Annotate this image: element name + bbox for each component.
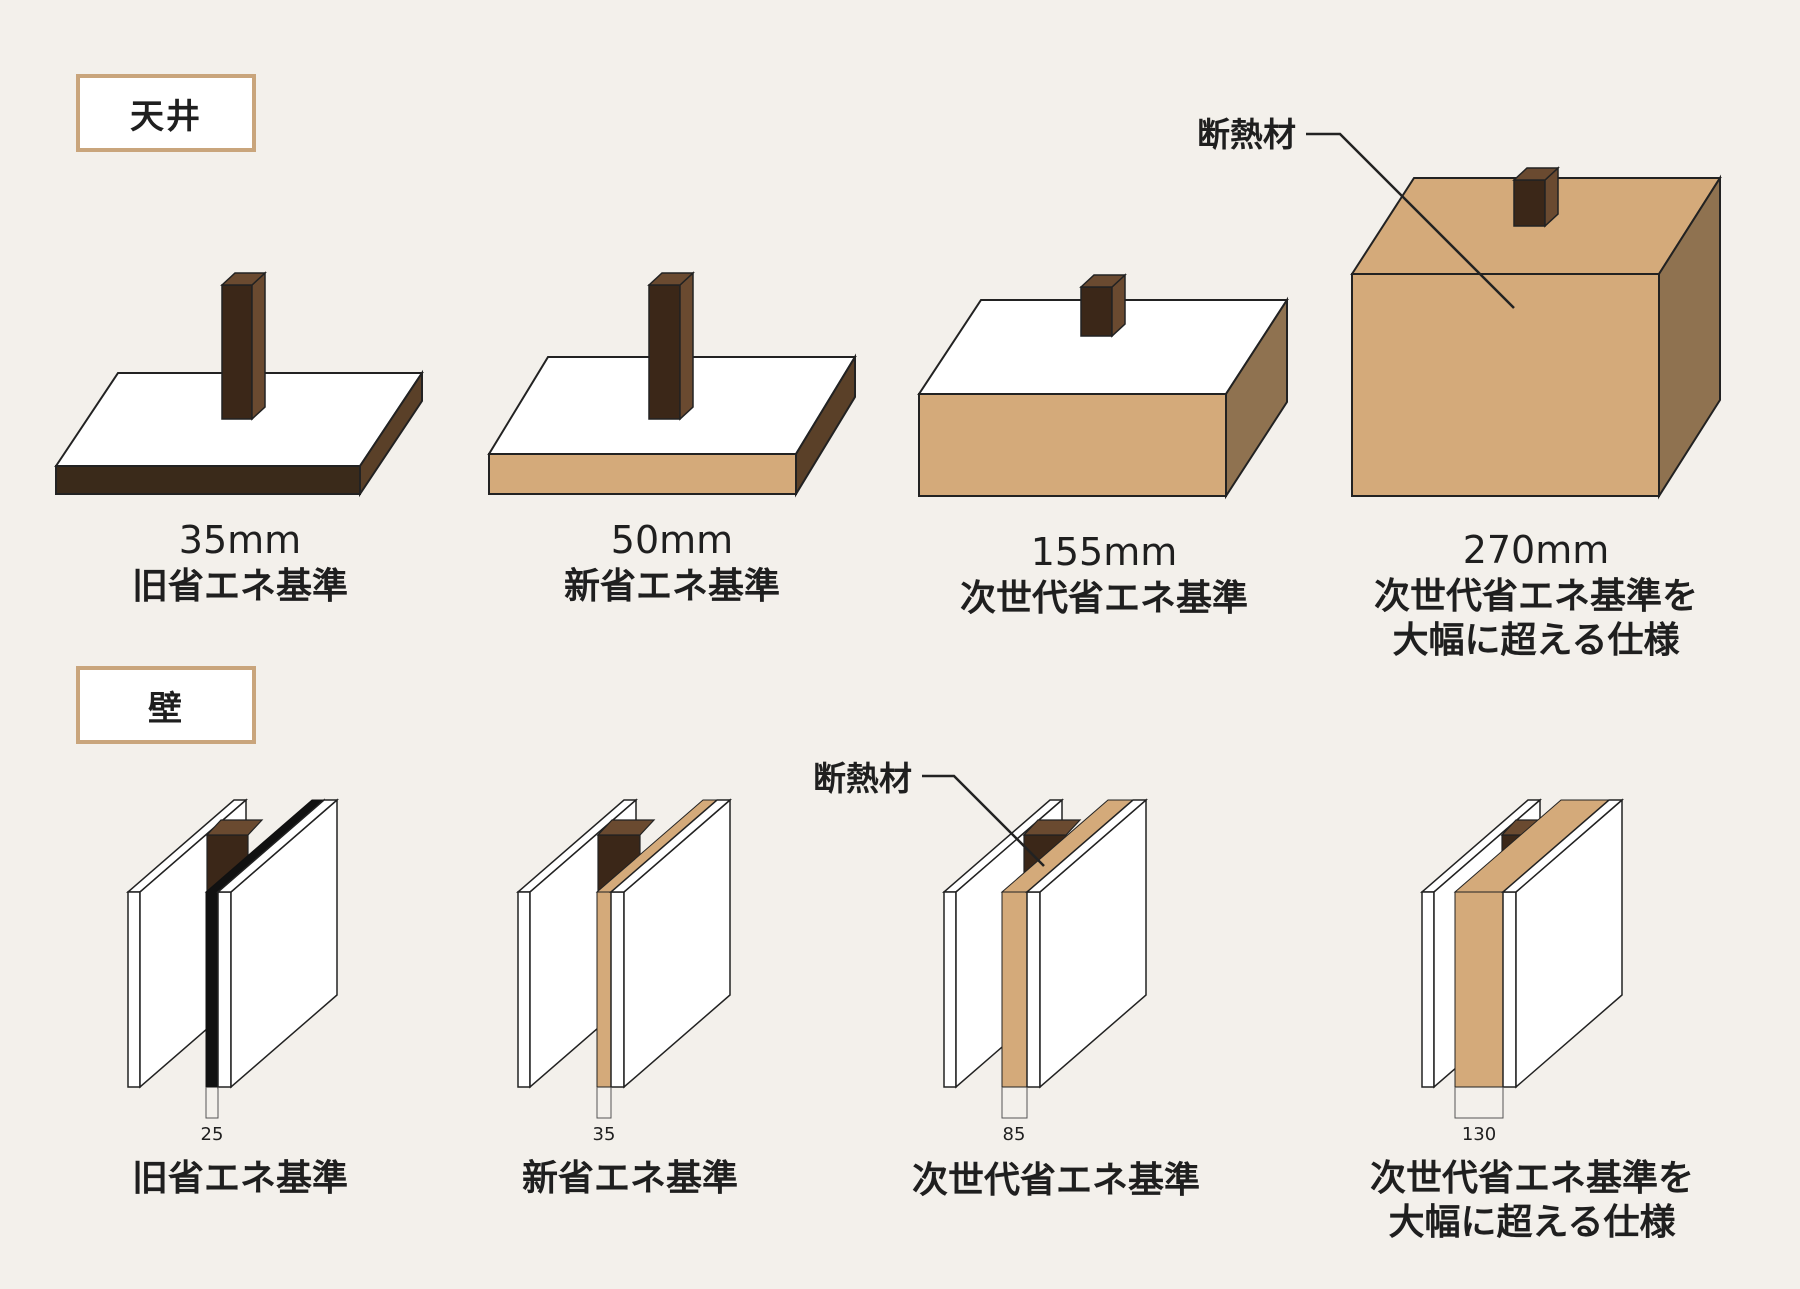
ceiling-1-front — [55, 465, 361, 495]
ceiling-2-beam-side — [679, 271, 694, 421]
ceiling-1-beam-top — [220, 272, 267, 286]
ceiling-callout: 断熱材 — [1197, 115, 1515, 309]
wall-2-beam-top — [596, 819, 656, 836]
wall-2-front-board-top — [608, 799, 733, 893]
ceiling-3-side — [1225, 296, 1288, 500]
ceiling-2-side — [795, 353, 856, 498]
wall-callout-leader — [922, 774, 1045, 867]
ceiling-3-beam-front — [1080, 286, 1113, 337]
wall-4-front-board-front — [1502, 891, 1517, 1088]
ceiling-4-beam-front — [1513, 179, 1546, 227]
wall-4-label-line-1: 次世代省エネ基準を — [1370, 1158, 1694, 1199]
wall-3-front-board-front — [1026, 891, 1041, 1088]
wall-4-back-board-front — [1421, 891, 1435, 1088]
wall-dimensions: 25 35 85 130 — [201, 1087, 1504, 1145]
ceiling-block-2 — [487, 271, 857, 498]
wall-1-label-line-1: 旧省エネ基準 — [132, 1158, 348, 1199]
wall-1-front-board-top — [215, 799, 340, 893]
ceiling-2-beam-top — [647, 272, 695, 286]
wall-4-front-board-top — [1500, 799, 1625, 893]
wall-panel-1 — [125, 798, 340, 1089]
wall-3-front-board-top — [1024, 799, 1149, 893]
ceiling-callout-label: 断熱材 — [1197, 115, 1296, 154]
ceiling-4-label-line-2: 大幅に超える仕様 — [1393, 620, 1681, 661]
wall-labels: 旧省エネ基準 新省エネ基準 次世代省エネ基準 次世代省エネ基準を 大幅に超える仕… — [132, 1158, 1694, 1243]
wall-callout: 断熱材 — [813, 759, 1045, 867]
ceiling-callout-leader — [1306, 132, 1515, 309]
wall-callout-label: 断熱材 — [813, 759, 912, 798]
wall-1-beam-top — [205, 819, 264, 836]
wall-1-dimension-value: 25 — [201, 1124, 224, 1145]
ceiling-block-1 — [54, 271, 424, 498]
ceiling-4-side — [1658, 174, 1721, 500]
wall-4-label-line-2: 大幅に超える仕様 — [1389, 1202, 1677, 1243]
ceiling-block-4 — [1350, 166, 1722, 500]
wall-3-dimension-bracket — [1001, 1087, 1028, 1119]
ceiling-2-value: 50mm — [611, 518, 733, 562]
wall-section-tag: 壁 — [76, 666, 256, 744]
wall-3-dimension-value: 85 — [1003, 1124, 1026, 1145]
wall-1-back-board-front — [127, 891, 141, 1088]
ceiling-section-tag: 天井 — [76, 74, 256, 152]
ceiling-block-3 — [917, 273, 1289, 500]
ceiling-4-front — [1351, 273, 1660, 497]
wall-4-dimension-value: 130 — [1462, 1124, 1496, 1145]
ceiling-4-label-line-1: 次世代省エネ基準を — [1374, 576, 1698, 617]
ceiling-labels: 35mm 旧省エネ基準 50mm 新省エネ基準 155mm 次世代省エネ基準 2… — [132, 518, 1698, 661]
wall-1-front-board-front — [217, 891, 232, 1088]
wall-2-front-board-front — [610, 891, 625, 1088]
wall-2-back-board-front — [517, 891, 531, 1088]
ceiling-3-beam-top — [1079, 274, 1127, 288]
wall-4-insulation-front — [1454, 891, 1504, 1088]
ceiling-3-value: 155mm — [1031, 530, 1178, 574]
wall-panel-4 — [1419, 798, 1625, 1089]
ceiling-1-side — [359, 369, 423, 498]
wall-2-insulation-front — [596, 891, 612, 1088]
ceiling-2-front — [488, 453, 797, 495]
wall-4-dimension-bracket — [1454, 1087, 1504, 1119]
ceiling-2-label-line-1: 新省エネ基準 — [564, 566, 780, 607]
ceiling-2-beam-front — [648, 284, 681, 420]
ceiling-4-value: 270mm — [1463, 528, 1610, 572]
wall-panel-3 — [941, 798, 1149, 1089]
ceiling-1-beam-front — [221, 284, 253, 420]
wall-2-dimension-value: 35 — [593, 1124, 616, 1145]
ceiling-3-label-line-1: 次世代省エネ基準 — [960, 578, 1248, 619]
ceiling-1-value: 35mm — [179, 518, 301, 562]
wall-3-back-board-front — [943, 891, 957, 1088]
ceiling-1-label-line-1: 旧省エネ基準 — [132, 566, 348, 607]
wall-3-label-line-1: 次世代省エネ基準 — [912, 1160, 1200, 1201]
ceiling-4-beam-top — [1512, 167, 1560, 181]
wall-section-tag-label: 壁 — [148, 688, 184, 729]
wall-2-dimension-bracket — [596, 1087, 612, 1119]
wall-3-insulation-front — [1001, 891, 1028, 1088]
wall-1-insulation-front — [205, 891, 219, 1088]
ceiling-1-beam-side — [251, 271, 266, 421]
wall-panel-2 — [515, 798, 733, 1089]
ceiling-section-tag-label: 天井 — [130, 96, 202, 137]
wall-1-dimension-bracket — [205, 1087, 219, 1119]
wall-3-beam-top — [1022, 819, 1082, 836]
ceiling-3-front — [918, 393, 1227, 497]
wall-2-label-line-1: 新省エネ基準 — [522, 1158, 738, 1199]
